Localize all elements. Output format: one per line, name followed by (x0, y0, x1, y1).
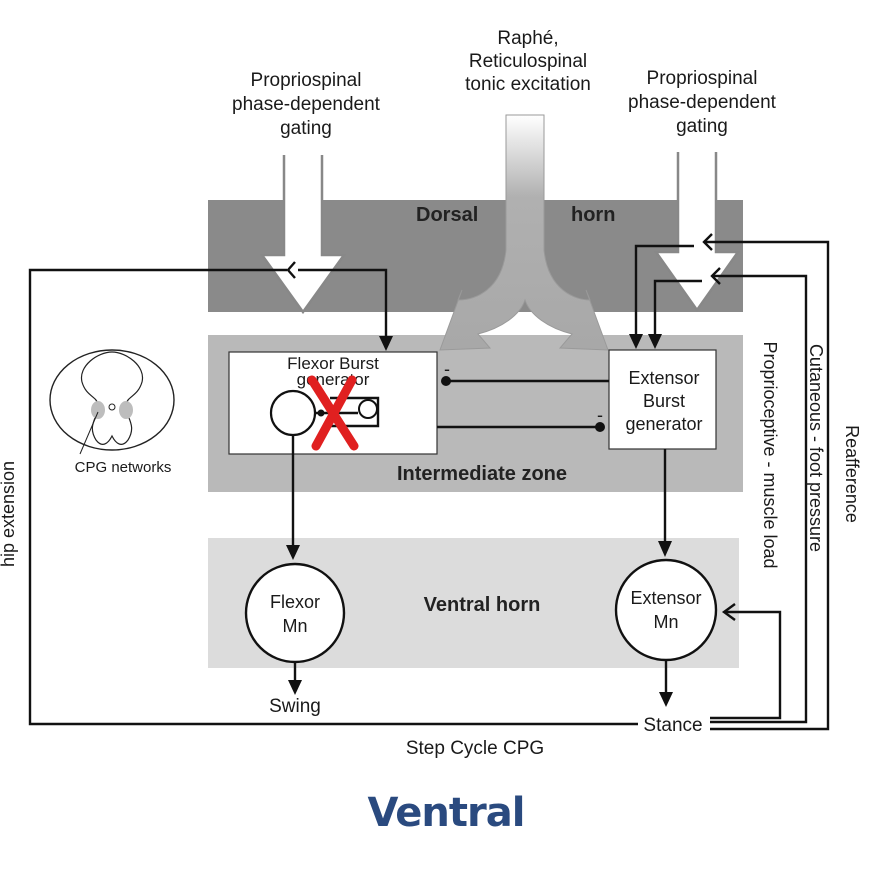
reafference-label: Reafference (842, 425, 862, 523)
dorsal-label: Dorsal (416, 204, 478, 226)
hip-extension-label: hip extension (0, 461, 18, 567)
cutaneous-synapse (710, 267, 721, 285)
extensor-label: Extensor (628, 368, 699, 388)
flexor-interneuron-large (269, 389, 317, 437)
svg-text:gating: gating (676, 116, 728, 137)
svg-text:phase-dependent: phase-dependent (628, 92, 777, 113)
extensor-mn-synapse (721, 603, 736, 621)
extensor-burst-label: Burst (643, 391, 685, 411)
reafference-to-extensor (634, 244, 694, 338)
inhibition-mark-right: - (597, 405, 603, 425)
svg-text:Propriospinal: Propriospinal (251, 70, 362, 91)
svg-text:phase-dependent: phase-dependent (232, 94, 381, 115)
inhibition-terminal-left (441, 376, 451, 386)
lesion-x-icon (307, 375, 359, 451)
proprioceptive-label: Proprioceptive - muscle load (760, 341, 780, 568)
cutaneous-label: Cutaneous - foot pressure (806, 344, 826, 552)
reafference-loop (704, 240, 830, 731)
swing-label: Swing (269, 696, 321, 717)
left-gating-to-flexor (298, 268, 388, 340)
ventral-horn-label: Ventral horn (424, 594, 541, 616)
left-propriospinal-label: Propriospinal phase-dependent gating (232, 70, 381, 139)
flexor-interneuron-small (358, 399, 378, 419)
horn-label: horn (571, 204, 615, 226)
svg-text:tonic excitation: tonic excitation (465, 74, 591, 95)
reafference-synapse (702, 233, 713, 251)
cpg-networks-label: CPG networks (75, 459, 172, 476)
cutaneous-loop (710, 274, 808, 724)
svg-text:Raphé,: Raphé, (497, 28, 558, 49)
extensor-mn-circle (614, 558, 718, 662)
flexor-mn-label: Flexor (270, 592, 320, 612)
flexor-mn-circle (244, 562, 346, 664)
extensor-burst-generator-box (608, 349, 717, 450)
left-gating-synapse (286, 261, 296, 279)
extensor-generator-label: generator (625, 414, 702, 434)
proprioceptive-loop (710, 610, 782, 720)
inhibition-terminal-right (595, 422, 605, 432)
stance-label: Stance (643, 715, 702, 736)
raphe-excitation-arrow (439, 114, 609, 351)
extensor-mn-label: Extensor (630, 588, 701, 608)
cutaneous-to-extensor (653, 279, 702, 338)
flexor-burst-generator-box (228, 351, 438, 455)
svg-text:Propriospinal: Propriospinal (647, 68, 758, 89)
svg-text:Reticulospinal: Reticulospinal (469, 51, 587, 72)
caption-title: Ventral (367, 790, 526, 836)
svg-text:gating: gating (280, 118, 332, 139)
step-cycle-label: Step Cycle CPG (406, 738, 544, 759)
intermediate-zone-label: Intermediate zone (397, 463, 567, 485)
left-gating-arrow (259, 155, 347, 315)
spinal-cord-inset (49, 349, 175, 455)
extensor-mn-sublabel: Mn (653, 612, 678, 632)
inhibition-mark-left: - (444, 359, 450, 379)
flexor-burst-label: Flexor Burst (287, 354, 379, 373)
flexor-mn-sublabel: Mn (282, 616, 307, 636)
right-propriospinal-label: Propriospinal phase-dependent gating (628, 68, 777, 137)
hip-extension-loop (28, 268, 638, 726)
flexor-interneuron-dot (317, 409, 325, 417)
raphe-label: Raphé, Reticulospinal tonic excitation (465, 28, 591, 95)
